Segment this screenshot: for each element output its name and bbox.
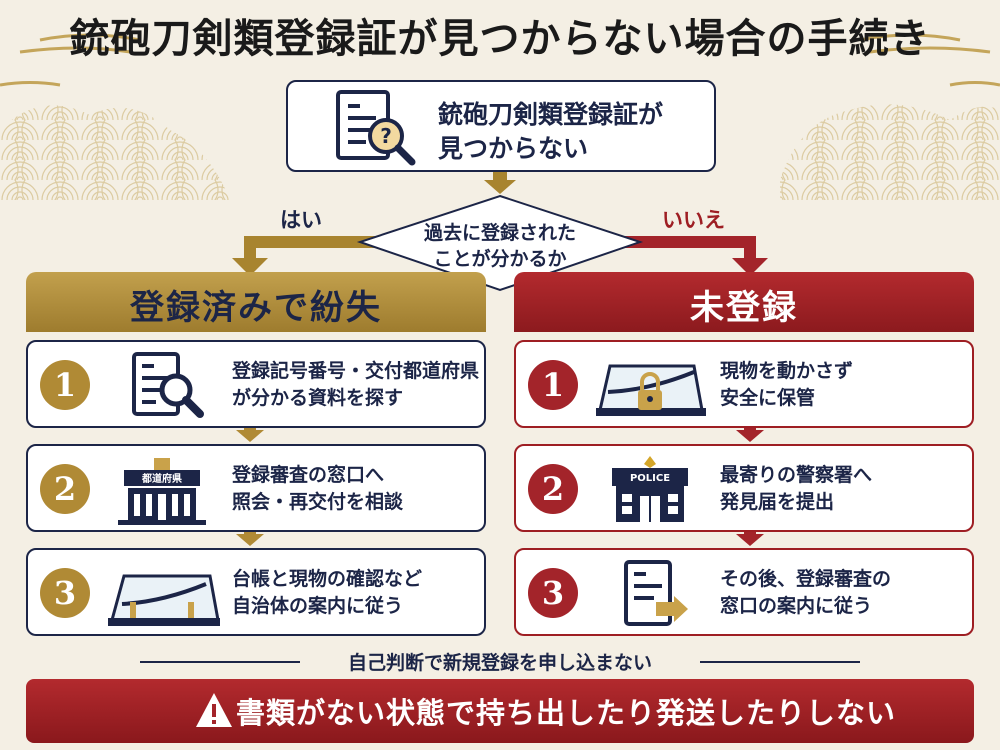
step-number: 1 — [528, 360, 578, 410]
branch-header-registered-label: 登録済みで紛失 — [130, 288, 382, 328]
decision-text: 過去に登録された ことが分かるか — [380, 220, 620, 272]
step-text-line1: 最寄りの警察署へ — [720, 464, 873, 486]
document-search-icon — [132, 352, 204, 418]
warning-icon — [196, 693, 232, 727]
step-text-line2: 照会・再交付を相談 — [232, 491, 404, 513]
decision-line1: 過去に登録された — [423, 222, 576, 244]
government-building-icon: 都道府県 — [118, 458, 206, 525]
step-number: 3 — [40, 568, 90, 618]
decision-diamond — [356, 194, 644, 292]
step-number: 2 — [528, 464, 578, 514]
step-text-line1: その後、登録審査の — [720, 568, 892, 590]
left-step-1: 1 登録記号番号・交付都道府県 が分かる資料を探す — [26, 340, 486, 428]
divider-line — [140, 661, 300, 663]
step-text-line2: 窓口の案内に従う — [720, 595, 873, 617]
decision-line2: ことが分かるか — [433, 248, 567, 270]
branch-header-unregistered: 未登録 — [514, 272, 974, 332]
locked-sword-case-icon — [596, 364, 706, 416]
start-node: ? 銃砲刀剣類登録証が 見つからない — [286, 80, 716, 172]
building-sign-text: 都道府県 — [141, 472, 182, 485]
page-title: 銃砲刀剣類登録証が見つからない場合の手続き — [69, 15, 931, 62]
decision-no-label: いいえ — [662, 208, 725, 232]
right-step-1: 1 現物を動かさず 安全に保管 — [514, 340, 974, 428]
step-text-line2: 自治体の案内に従う — [232, 595, 404, 617]
branch-header-unregistered-label: 未登録 — [690, 288, 798, 328]
step-text-line1: 台帳と現物の確認など — [232, 568, 423, 590]
divider-line — [700, 661, 860, 663]
svg-text:?: ? — [380, 124, 392, 148]
step-number: 3 — [528, 568, 578, 618]
document-search-icon: ? — [336, 90, 416, 166]
branch-header-registered: 登録済みで紛失 — [26, 272, 486, 332]
step-text-line1: 現物を動かさず — [720, 360, 854, 382]
step-text-line2: が分かる資料を探す — [232, 387, 404, 409]
start-label-line2: 見つからない — [438, 134, 589, 163]
left-step-3: 3 台帳と現物の確認など 自治体の案内に従う — [26, 548, 486, 636]
sword-display-case-icon — [108, 574, 220, 626]
start-label-line1: 銃砲刀剣類登録証が — [438, 100, 664, 129]
document-forward-icon — [624, 560, 688, 626]
decision-yes-label: はい — [280, 208, 322, 232]
notice-text: 自己判断で新規登録を申し込まない — [347, 652, 652, 674]
right-step-3: 3 その後、登録審査の 窓口の案内に従う — [514, 548, 974, 636]
warning-text: 書類がない状態で持ち出したり発送したりしない — [236, 696, 897, 730]
police-station-icon: POLICE — [612, 456, 688, 522]
left-step-2: 2 都道府県 登録審査の窓口へ 照会・再交付を相談 — [26, 444, 486, 532]
step-text-line2: 発見届を提出 — [720, 491, 835, 513]
step-text-line1: 登録記号番号・交付都道府県 — [232, 360, 480, 382]
police-sign-text: POLICE — [630, 473, 670, 484]
warning-banner: 書類がない状態で持ち出したり発送したりしない — [26, 679, 974, 743]
step-number: 1 — [40, 360, 90, 410]
step-text-line1: 登録審査の窓口へ — [232, 464, 385, 486]
step-text-line2: 安全に保管 — [720, 387, 816, 409]
right-step-2: 2 POLICE 最寄りの警察署へ 発見届を提出 — [514, 444, 974, 532]
step-number: 2 — [40, 464, 90, 514]
